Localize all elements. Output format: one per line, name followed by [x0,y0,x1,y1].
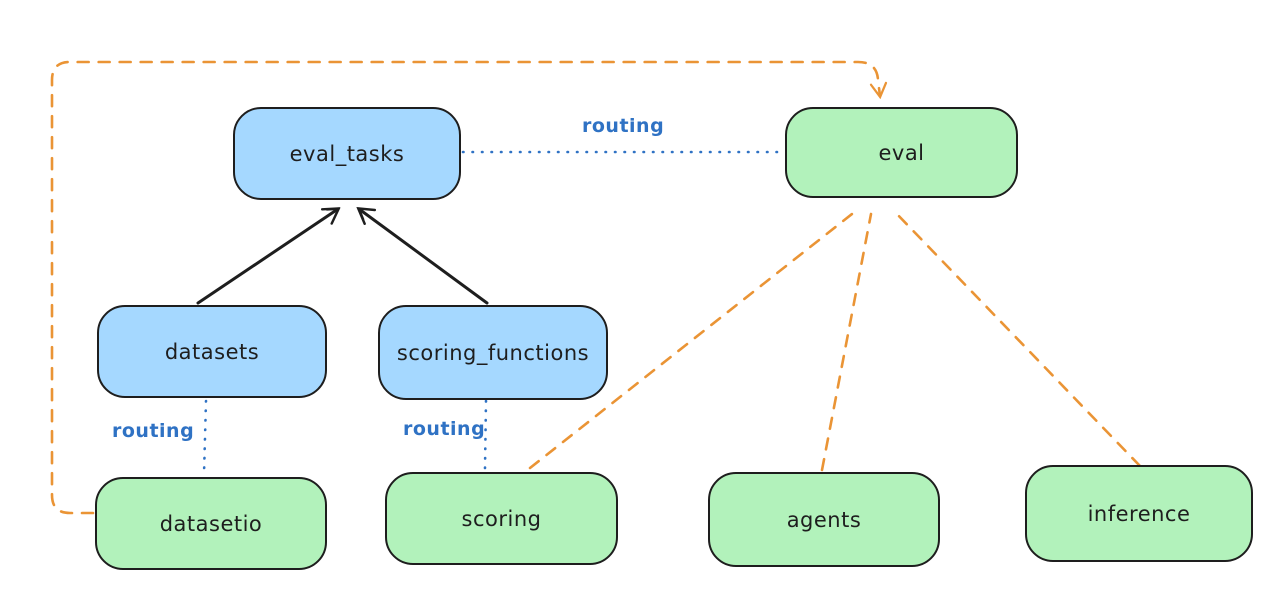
node-eval: eval [785,107,1018,198]
node-datasets: datasets [97,305,327,398]
edge-routing-dotted [202,150,784,476]
routing-label-eval-tasks-eval: routing [582,115,665,137]
node-scoring: scoring [385,472,618,565]
routing-label-datasets-datasetio: routing [112,420,195,442]
node-eval-label: eval [878,140,925,165]
node-datasets-label: datasets [164,339,260,364]
node-agents-label: agents [786,507,862,532]
node-scoring-label: scoring [461,506,542,531]
edge-datasets-to-eval-tasks [196,209,489,305]
node-scoring-functions-label: scoring_functions [396,340,590,365]
node-datasetio: datasetio [95,477,327,570]
node-datasetio-label: datasetio [159,511,263,536]
node-inference-label: inference [1087,501,1191,526]
node-inference: inference [1025,465,1253,562]
routing-label-scoring-functions-scoring: routing [403,418,486,440]
node-eval-tasks-label: eval_tasks [289,141,405,166]
node-eval-tasks: eval_tasks [233,107,461,200]
node-agents: agents [708,472,940,567]
node-scoring-functions: scoring_functions [378,305,608,400]
edge-orange-dashed [50,60,1142,515]
